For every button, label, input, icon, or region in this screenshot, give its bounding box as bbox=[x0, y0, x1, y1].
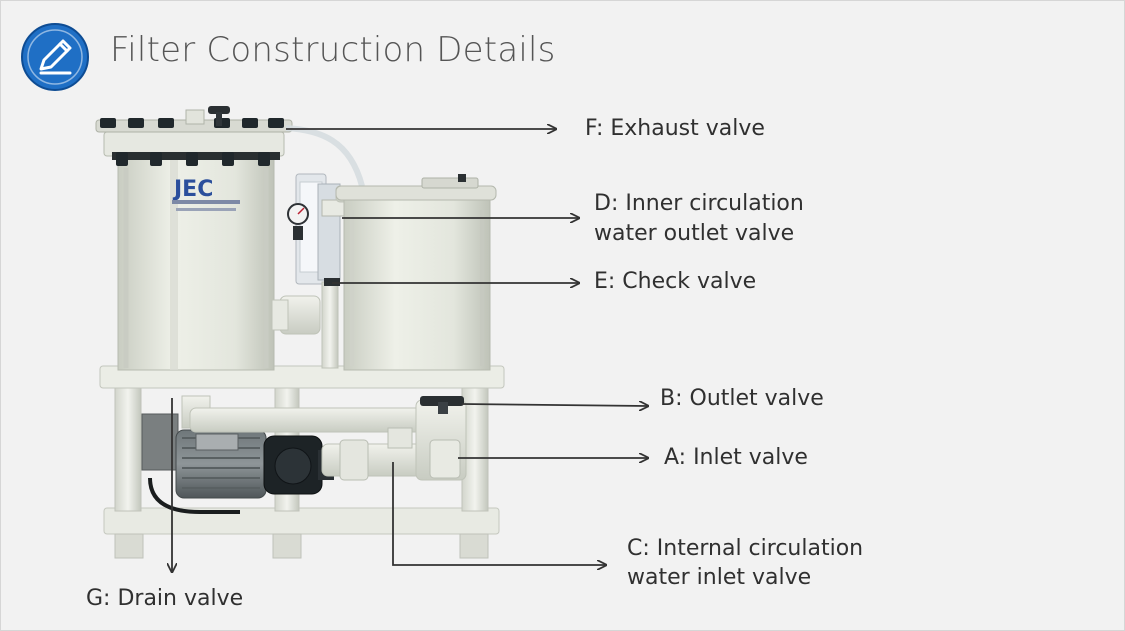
label-exhaust-valve: F: Exhaust valve bbox=[585, 116, 765, 141]
page-title: Filter Construction Details bbox=[110, 30, 556, 70]
label-internal-circulation-inlet-line1: C: Internal circulation bbox=[627, 536, 864, 561]
label-inner-circulation-outlet-line1: D: Inner circulation bbox=[594, 191, 804, 216]
label-inlet-valve: A: Inlet valve bbox=[664, 445, 808, 470]
label-internal-circulation-inlet-line2: water inlet valve bbox=[627, 565, 812, 590]
label-outlet-valve: B: Outlet valve bbox=[660, 386, 824, 411]
label-check-valve: E: Check valve bbox=[594, 269, 757, 294]
filter-machine-illustration: JEC bbox=[95, 106, 505, 559]
callout-lines bbox=[172, 129, 648, 572]
label-drain-valve: G: Drain valve bbox=[86, 586, 244, 611]
callout-line-c bbox=[392, 462, 606, 565]
label-inner-circulation-outlet-line2: water outlet valve bbox=[594, 221, 795, 246]
pencil-icon bbox=[21, 23, 89, 91]
callout-line-b bbox=[461, 404, 648, 406]
product-logo: JEC bbox=[172, 177, 213, 202]
